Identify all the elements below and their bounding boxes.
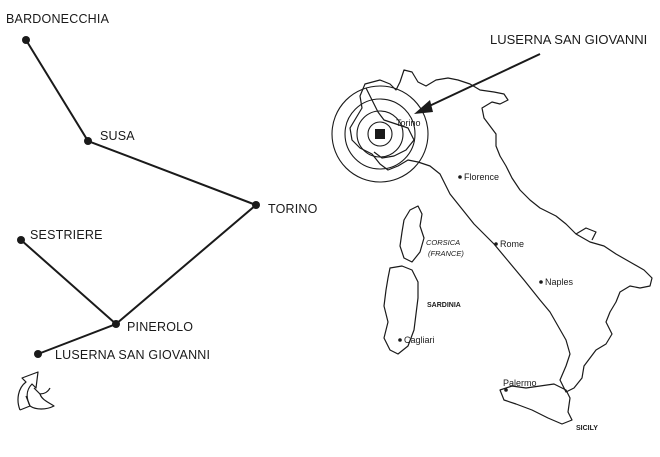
town-dot-luserna [34,350,42,358]
town-label-torino: TORINO [268,202,318,216]
city-dot-florence [458,175,462,179]
italy-coastline [349,69,653,393]
city-label-torino: Torino [396,118,421,128]
town-dot-torino [252,201,260,209]
city-dot-naples [539,280,543,284]
town-dot-pinerolo [112,320,120,328]
route-line-bardonecchia-torino [25,39,258,325]
region-label-corsica: CORSICA [426,238,460,247]
town-label-bardonecchia: BARDONECCHIA [6,12,110,26]
corsica-coast [399,205,425,263]
city-dot-rome [494,242,498,246]
town-label-susa: SUSA [100,129,135,143]
region-label-france: (FRANCE) [428,249,464,258]
town-dot-susa [84,137,92,145]
city-dot-cagliari [398,338,402,342]
city-label-palermo: Palermo [503,378,537,388]
route-line-sestriere-luserna [20,239,118,355]
town-dot-sestriere [17,236,25,244]
city-dot-palermo [504,388,508,392]
city-label-cagliari: Cagliari [404,335,435,345]
sardinia-coast [383,265,419,355]
city-label-rome: Rome [500,239,524,249]
gargano-coast [575,227,597,241]
city-label-naples: Naples [545,277,574,287]
route-schematic: BARDONECCHIA SUSA TORINO SESTRIERE PINER… [6,12,318,411]
city-label-florence: Florence [464,172,499,182]
sicily-coast [499,383,573,425]
piedmont-boundary [365,87,415,159]
callout-arrow [414,53,541,114]
town-dot-bardonecchia [22,36,30,44]
north-arrow-icon [17,371,55,411]
target-marker-icon [331,85,429,183]
callout-label-luserna: LUSERNA SAN GIOVANNI [490,32,647,47]
italy-map: LUSERNA SAN GIOVANNI Torino Florence Rom… [331,32,653,432]
region-label-sardinia: SARDINIA [427,302,461,309]
town-label-sestriere: SESTRIERE [30,228,103,242]
town-label-luserna: LUSERNA SAN GIOVANNI [55,348,210,362]
town-label-pinerolo: PINEROLO [127,320,193,334]
region-label-sicily: SICILY [576,425,598,432]
